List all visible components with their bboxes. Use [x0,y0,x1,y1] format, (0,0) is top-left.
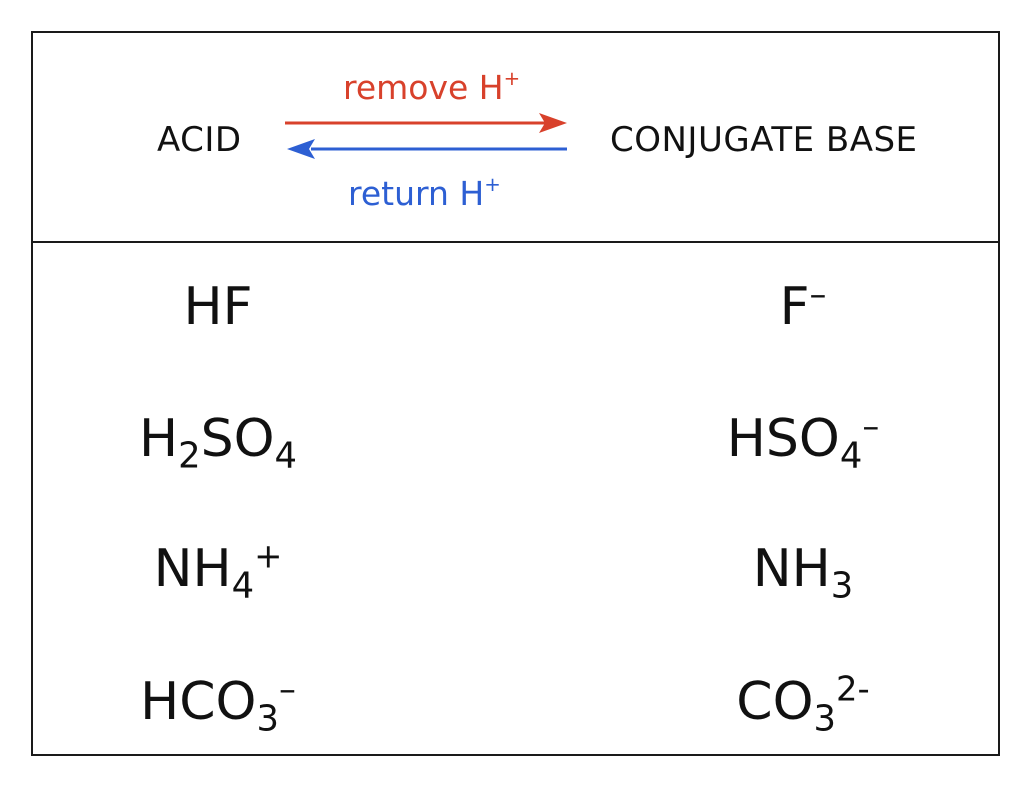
charge-superscript: – [278,669,296,709]
formula-symbol: CO [736,672,814,732]
acid-formula-3: NH4+ [133,539,303,603]
charge-superscript: + [254,536,283,576]
subscript: 4 [274,435,298,477]
diagram-frame: ACID remove H+ return H+ CONJUGATE BASE … [31,31,1000,756]
subscript: 4 [839,435,863,477]
subscript: 3 [256,698,279,740]
return-proton-text: return H [348,174,485,213]
base-formula-1: F– [713,277,893,333]
charge-superscript: – [809,274,827,314]
reverse-arrow [287,139,567,159]
acid-formula-2: H2SO4 [133,413,303,473]
formula-symbol: H [138,409,179,469]
base-formula-3: NH3 [713,543,893,603]
subscript: 2 [178,435,201,477]
acid-formula-4: HCO3– [133,672,303,736]
remove-proton-label: remove H+ [343,68,520,107]
subscript: 4 [231,565,255,607]
formula-symbol: HSO [726,409,840,469]
formula-symbol: F [779,277,810,337]
subscript: 3 [830,565,854,607]
header-divider [33,241,998,243]
charge-superscript: – [862,406,880,446]
base-formula-2: HSO4– [713,409,893,473]
charge-superscript: 2- [836,669,870,709]
formula-symbol: HCO [140,672,257,732]
return-proton-charge: + [484,173,501,197]
remove-proton-charge: + [503,67,521,91]
conjugate-base-label: CONJUGATE BASE [610,120,918,160]
formula-symbol: HF [183,277,253,337]
base-formula-4: CO32- [713,672,893,736]
acid-formula-1: HF [133,281,303,333]
formula-symbol: NH [752,539,831,599]
remove-proton-text: remove H [343,68,504,107]
forward-arrow [285,113,567,133]
subscript: 3 [813,698,837,740]
return-proton-label: return H+ [348,174,501,213]
acid-label: ACID [157,120,242,160]
formula-symbol: SO [200,409,275,469]
equilibrium-arrows [285,113,567,159]
formula-symbol: NH [153,539,232,599]
